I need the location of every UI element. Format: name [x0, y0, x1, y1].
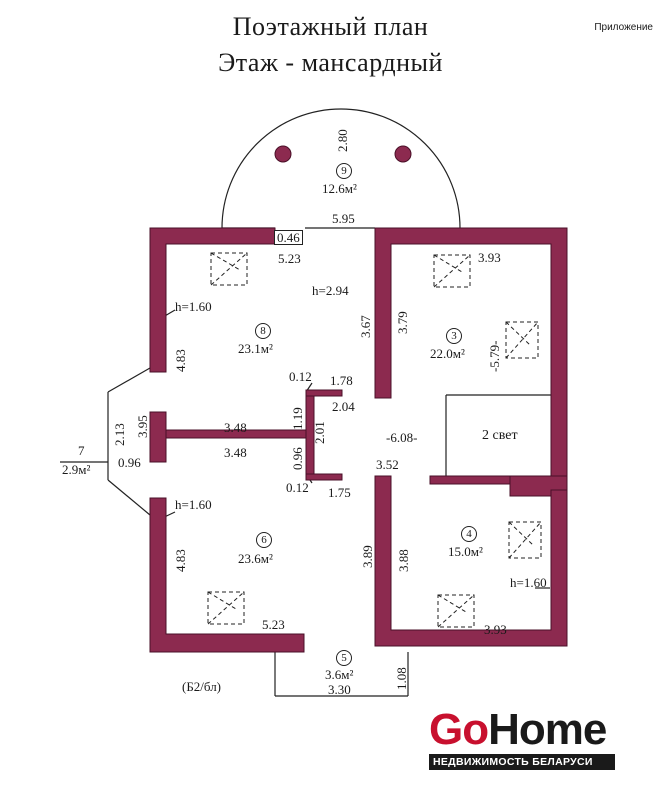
wall-mid-h	[429, 475, 511, 485]
dim-label: 3.93	[478, 250, 501, 265]
room-8-number: 8	[255, 323, 271, 339]
room-5-area: 3.6м²	[325, 667, 354, 682]
wall-center-top	[305, 389, 343, 397]
room-6-number: 6	[256, 532, 272, 548]
double-height-label: 2 свет	[482, 428, 518, 443]
skylight-icon	[210, 252, 248, 286]
room-9-number: 9	[336, 163, 352, 179]
wall-upper-left	[149, 227, 276, 373]
walls	[149, 227, 568, 653]
dim-label: 0.96	[290, 447, 305, 470]
dim-label: 2.13	[112, 423, 127, 446]
room-8-area: 23.1м²	[238, 341, 273, 356]
page-subtitle: Этаж - мансардный	[218, 48, 443, 77]
dim-label: 3.89	[360, 545, 375, 568]
skylight-icon	[433, 254, 471, 288]
dim-label: 2.01	[312, 421, 327, 444]
skylight-icon	[207, 591, 245, 625]
wall-right-upper	[374, 227, 568, 485]
page-title: Поэтажный план	[232, 12, 429, 41]
skylight-icons	[207, 252, 542, 628]
dim-label: 0.46	[274, 230, 303, 245]
bay-arc	[221, 108, 461, 229]
room-7-number: 7	[78, 443, 85, 458]
room-3-number: 3	[446, 328, 462, 344]
dim-label: 3.67	[358, 315, 373, 338]
dim-label: h=1.60	[175, 497, 212, 512]
dim-label: 1.08	[394, 667, 409, 690]
room-6-area: 23.6м²	[238, 551, 273, 566]
dim-label: 3.52	[376, 457, 399, 472]
dim-label: 0.12	[286, 480, 309, 495]
skylight-icon	[508, 521, 542, 559]
dim-label: 3.93	[484, 622, 507, 637]
dim-label: 2.80	[335, 129, 350, 152]
skylight-icon	[505, 321, 539, 359]
dim-label: 3.95	[135, 415, 150, 438]
wall-right-lower	[374, 475, 568, 647]
room-5-number: 5	[336, 650, 352, 666]
dim-label: 3.30	[328, 682, 351, 697]
dim-label: 4.83	[173, 549, 188, 572]
dim-label: 3.48	[224, 420, 247, 435]
room-7-area: 2.9м²	[62, 462, 91, 477]
dim-label: 3.88	[396, 549, 411, 572]
dim-label: 0.96	[118, 455, 141, 470]
room-4-number: 4	[461, 526, 477, 542]
dim-label: 5.95	[332, 211, 355, 226]
wall-left-stub	[149, 411, 167, 463]
skylight-icon	[437, 594, 475, 628]
dim-label: 3.48	[224, 445, 247, 460]
dim-label: h=1.60	[175, 299, 212, 314]
logo-tagline: НЕДВИЖИМОСТЬ БЕЛАРУСИ	[429, 754, 615, 770]
room-9-area: 12.6м²	[322, 181, 357, 196]
dim-label: h=2.94	[312, 283, 349, 298]
dim-label: -6.08-	[386, 430, 418, 445]
dim-label: 1.75	[328, 485, 351, 500]
dim-label: h=1.60	[510, 575, 547, 590]
dim-label: 5.23	[262, 617, 285, 632]
dim-label: 0.12	[289, 369, 312, 384]
gohome-logo[interactable]: GoHome НЕДВИЖИМОСТЬ БЕЛАРУСИ	[429, 708, 615, 770]
logo-wordmark: GoHome	[429, 705, 607, 754]
dim-label: 1.78	[330, 373, 353, 388]
dim-label: 1.19	[290, 407, 305, 430]
wall-lower-left	[149, 497, 305, 653]
dim-label: 2.04	[332, 399, 355, 414]
appendix-label: Приложение	[594, 22, 653, 33]
room-4-area: 15.0м²	[448, 544, 483, 559]
column-right-icon	[394, 145, 412, 163]
column-left-icon	[274, 145, 292, 163]
dim-label: 5.23	[278, 251, 301, 266]
dim-label: 3.79	[395, 311, 410, 334]
room-3-area: 22.0м²	[430, 346, 465, 361]
dim-label: -5.79-	[487, 340, 502, 372]
dim-label: 4.83	[173, 349, 188, 372]
wall-center-bottom	[305, 473, 343, 481]
plan-code: (Б2/бл)	[182, 679, 222, 694]
